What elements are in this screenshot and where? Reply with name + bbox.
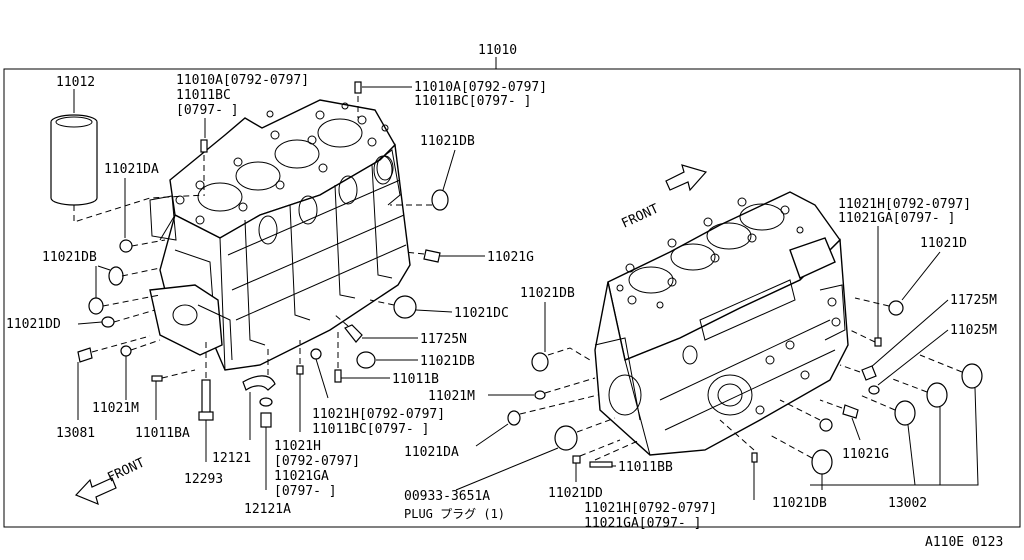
diagram-frame: [3, 68, 1021, 528]
label-11725n[interactable]: 11725N: [420, 332, 467, 347]
label-11021h-mid-1[interactable]: 11021H[0792-0797]: [312, 407, 445, 422]
label-11021g-mid[interactable]: 11021G: [487, 250, 534, 265]
front-arrow-bottom-icon: [74, 477, 117, 506]
label-11725m[interactable]: 11725M: [950, 293, 997, 308]
title-part-number[interactable]: 11010: [478, 43, 517, 58]
label-plug[interactable]: PLUG プラグ (1): [404, 507, 505, 521]
label-11021h-topright-1[interactable]: 11021H[0792-0797]: [838, 197, 971, 212]
front-label-top: FRONT: [619, 201, 661, 231]
label-11021dd-left[interactable]: 11021DD: [6, 317, 61, 332]
label-11021da-left[interactable]: 11021DA: [104, 162, 159, 177]
label-00933-3651a[interactable]: 00933-3651A: [404, 489, 490, 504]
label-11021h-low-1[interactable]: 11021H: [274, 439, 321, 454]
label-11011bc-right[interactable]: 11011BC[0797- ]: [414, 94, 531, 109]
front-label-bottom: FRONT: [105, 455, 147, 485]
label-11021db-left[interactable]: 11021DB: [42, 250, 97, 265]
cylinder-liner-part[interactable]: [50, 114, 98, 206]
label-11021ga-topright-2[interactable]: 11021GA[0797- ]: [838, 211, 955, 226]
label-11011bb[interactable]: 11011BB: [618, 460, 673, 475]
label-11011ba[interactable]: 11011BA: [135, 426, 190, 441]
label-11021m-right[interactable]: 11021M: [428, 389, 475, 404]
label-11010a-left-3[interactable]: [0797- ]: [176, 103, 239, 118]
label-12121[interactable]: 12121: [212, 451, 251, 466]
label-11021dd-right[interactable]: 11021DD: [548, 486, 603, 501]
left-cylinder-block[interactable]: [149, 99, 411, 371]
label-12293[interactable]: 12293: [184, 472, 223, 487]
label-11021db-mid[interactable]: 11021DB: [420, 354, 475, 369]
label-11010a-left-2[interactable]: 11011BC: [176, 88, 231, 103]
label-11012[interactable]: 11012: [56, 75, 95, 90]
label-11021h-bot-1[interactable]: 11021H[0792-0797]: [584, 501, 717, 516]
label-11021h-low-3[interactable]: 11021GA: [274, 469, 329, 484]
label-11021h-low-2[interactable]: [0792-0797]: [274, 454, 360, 469]
label-11021dc[interactable]: 11021DC: [454, 306, 509, 321]
label-11021g-right[interactable]: 11021G: [842, 447, 889, 462]
front-arrow-top-icon: [665, 164, 708, 192]
label-11021db-top[interactable]: 11021DB: [420, 134, 475, 149]
label-11021db-bot[interactable]: 11021DB: [772, 496, 827, 511]
right-cylinder-block[interactable]: [594, 191, 849, 456]
label-11021h-low-4[interactable]: [0797- ]: [274, 484, 337, 499]
label-11025m[interactable]: 11025M: [950, 323, 997, 338]
label-13081[interactable]: 13081: [56, 426, 95, 441]
label-11021da-right[interactable]: 11021DA: [404, 445, 459, 460]
label-11011b[interactable]: 11011B: [392, 372, 439, 387]
footer-code: A110E 0123: [925, 535, 1003, 550]
label-11010a-right-1[interactable]: 11010A[0792-0797]: [414, 80, 547, 95]
label-12121a[interactable]: 12121A: [244, 502, 291, 517]
label-11021d[interactable]: 11021D: [920, 236, 967, 251]
label-11021db-right-top[interactable]: 11021DB: [520, 286, 575, 301]
label-11010a-left-1[interactable]: 11010A[0792-0797]: [176, 73, 309, 88]
label-11021ga-bot-2[interactable]: 11021GA[0797- ]: [584, 516, 701, 531]
label-11021m-left[interactable]: 11021M: [92, 401, 139, 416]
label-11011bc-mid[interactable]: 11011BC[0797- ]: [312, 422, 429, 437]
label-13002[interactable]: 13002: [888, 496, 927, 511]
